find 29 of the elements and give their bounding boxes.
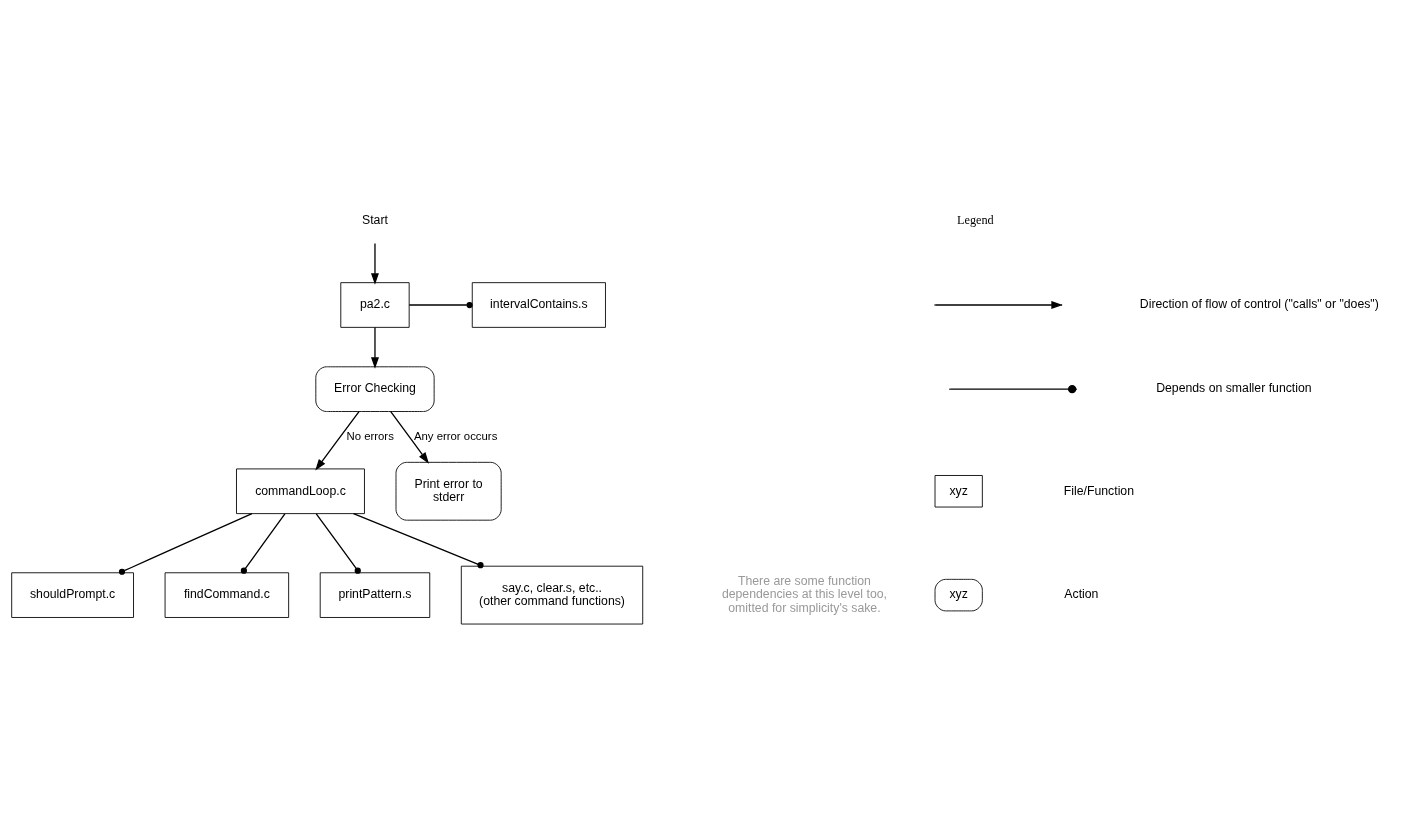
legend-label: Action (1064, 586, 1099, 601)
node-box: pa2.c (340, 281, 410, 328)
legend-label: Depends on smaller function (1156, 380, 1312, 395)
connector (240, 512, 286, 574)
arrow (371, 326, 379, 369)
label: Legend (956, 212, 994, 227)
legend-label: File/Function (1063, 483, 1135, 498)
node-box: intervalContains.s (471, 281, 606, 328)
arrow (371, 242, 379, 285)
connector (352, 512, 484, 568)
arrow (390, 410, 429, 464)
label: There are some function dependencies at this level too, omitted for simplicity's sake. (721, 573, 887, 615)
connector (315, 512, 361, 574)
node-box: shouldPrompt.c (11, 571, 134, 618)
node-box: say.c, clear.s, etc.. (other command functions) (460, 565, 644, 624)
node-box: Print error to stderr (395, 461, 502, 521)
node-text: Start (362, 212, 388, 227)
node-box: printPattern.s (319, 571, 431, 618)
edge-label: Any error occurs (413, 429, 498, 442)
label: xyz (949, 586, 968, 601)
node-box: Error Checking (315, 365, 435, 412)
node-box: commandLoop.c (236, 467, 365, 514)
label: xyz (949, 483, 968, 498)
connector (118, 512, 253, 575)
edge-label: No errors (346, 429, 394, 442)
node-box: findCommand.c (164, 571, 290, 618)
arrow (315, 410, 360, 470)
legend-label: Direction of flow of control ("calls" or "does") (1139, 296, 1379, 311)
connector (408, 301, 473, 308)
